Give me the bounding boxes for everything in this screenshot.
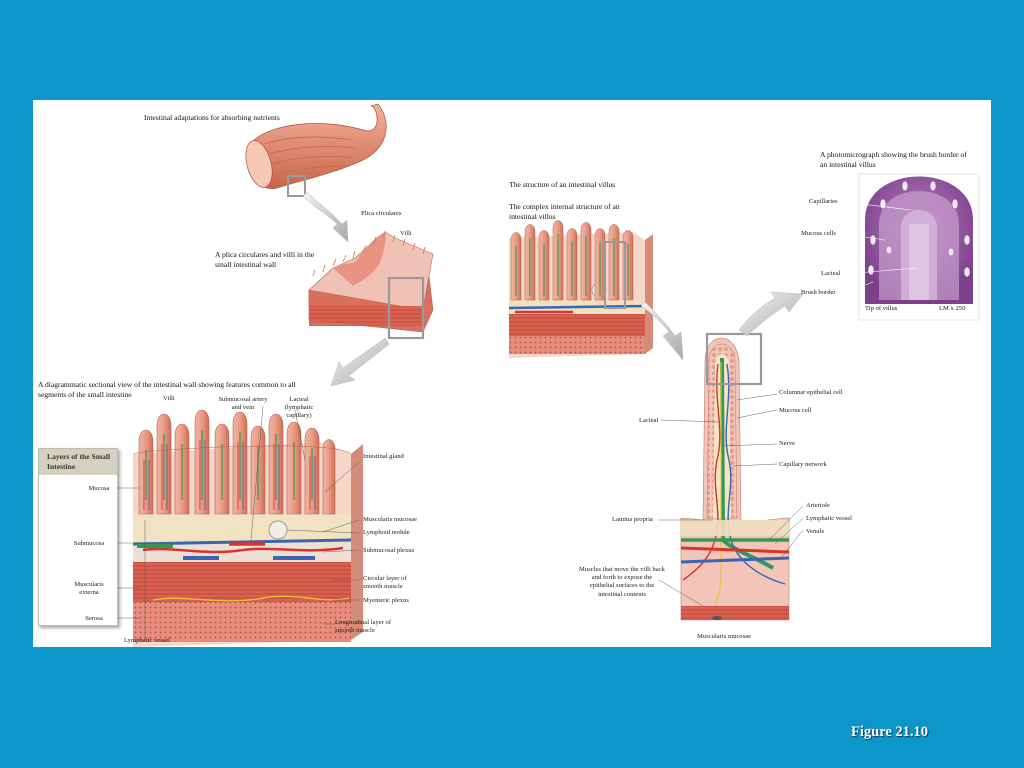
label-muscularis-mucosae-villus: Muscularis mucosae — [697, 633, 752, 640]
label-muscles-move-villi: Muscles that move the villi back and for… — [579, 566, 665, 598]
plica-block — [308, 230, 434, 340]
label-nerve: Nerve — [779, 440, 796, 447]
arrow-villus-to-micrograph — [738, 291, 804, 337]
illustration-canvas — [117, 103, 980, 647]
layers-legend: Layers of the Small Intestine Mucosa Sub… — [38, 448, 118, 626]
label-columnar-epithelial: Columnar epithelial cell — [779, 389, 843, 396]
arrow-plica-to-section — [330, 337, 390, 387]
layer-submucosa: Submucosa — [73, 540, 105, 547]
label-villi-section: Villi — [163, 395, 175, 402]
layers-legend-title: Layers of the Small Intestine — [47, 452, 111, 471]
title-photomicrograph: A photomicrograph showing the brush bord… — [820, 150, 967, 169]
diagram-panel: Intestinal adaptations for absorbing nut… — [33, 100, 991, 647]
title-complex-structure: The complex internal structure of an int… — [509, 202, 620, 221]
label-submucosal-artery-vein: Submucosal artery and vein — [218, 396, 268, 412]
label-lymphoid-nodule: Lymphoid nodule — [363, 529, 410, 536]
label-magnification: LM x 250 — [939, 305, 966, 312]
layer-mucosa: Mucosa — [88, 485, 110, 492]
title-sectional-view: A diagrammatic sectional view of the int… — [38, 380, 296, 399]
arrow-tube-to-plica — [302, 191, 349, 243]
label-venule: Venule — [806, 528, 825, 535]
label-arteriole: Arteriole — [806, 502, 830, 509]
label-circular-layer: Circular layer of smooth muscle — [363, 575, 407, 591]
label-capillaries: Capillaries — [809, 198, 838, 205]
label-plica-circulares: Plica circulares — [361, 210, 402, 217]
label-lacteal-villus: Lacteal — [639, 417, 659, 424]
intestine-tube — [245, 103, 387, 197]
photomicrograph — [844, 173, 980, 321]
label-capillary-network: Capillary network — [779, 461, 827, 468]
label-submucosal-plexus: Submucosal plexus — [363, 547, 415, 554]
label-intestinal-gland: Intestinal gland — [363, 453, 404, 460]
villus-leader-lines — [658, 393, 804, 607]
label-myenteric-plexus: Myenteric plexus — [363, 597, 409, 604]
figure-caption: Figure 21.10 — [851, 724, 929, 740]
section-villi — [138, 409, 336, 515]
single-villus — [680, 332, 790, 621]
arrow-block-to-villus — [640, 301, 684, 361]
label-mucous-cells: Mucous cells — [801, 230, 836, 237]
layer-muscularis-externa: Muscularis externa — [74, 581, 104, 597]
title-villus-structure: The structure of an intestinal villus — [509, 180, 616, 189]
label-lymphatic-vessel-villus: Lymphatic vessel — [806, 515, 852, 522]
layer-serosa: Serosa — [85, 615, 103, 622]
label-longitudinal-layer: Longitudinal layer of smooth muscle — [335, 619, 392, 635]
title-adaptations: Intestinal adaptations for absorbing nut… — [144, 113, 280, 122]
label-brush-border: Brush border — [801, 289, 836, 296]
title-plica-villi: A plica circulares and villi in the smal… — [215, 250, 315, 269]
sectional-block — [132, 409, 363, 647]
section-leader-lines — [117, 405, 360, 640]
layers-legend-header: Layers of the Small Intestine — [39, 449, 117, 475]
label-muscularis-mucosae: Muscularis mucosae — [363, 516, 418, 523]
villus-block — [508, 220, 653, 358]
label-lacteal-lymphatic: Lacteal (lymphatic capillary) — [284, 396, 314, 420]
label-lacteal-photo: Lacteal — [821, 270, 841, 277]
label-villi-top: Villi — [400, 230, 412, 237]
label-lymphatic-vessel-bottom: Lymphatic vessel — [124, 637, 170, 644]
label-tip-of-villus: Tip of villus — [865, 305, 898, 312]
label-lamina-propria: Lamina propria — [612, 516, 653, 523]
label-mucous-cell: Mucous cell — [779, 407, 812, 414]
